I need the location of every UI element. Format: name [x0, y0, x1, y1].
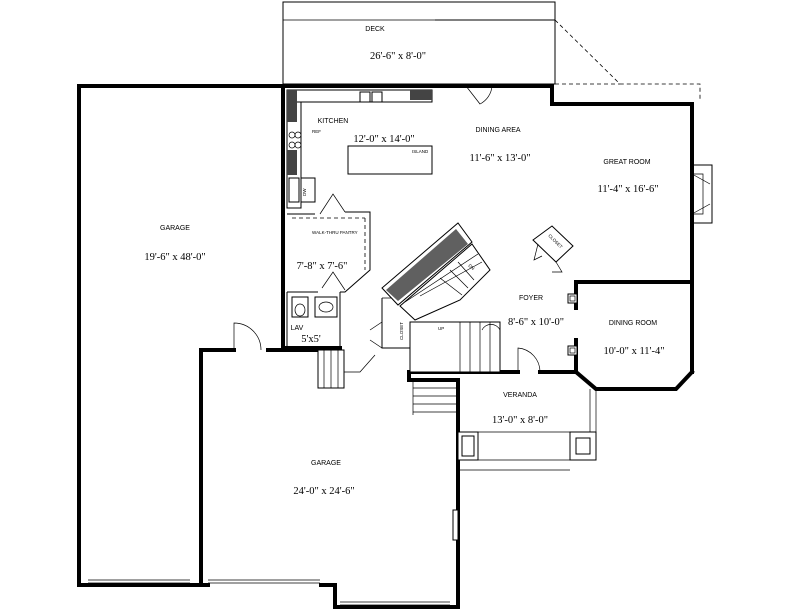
stairs-up-label: UP	[438, 326, 444, 331]
front-garage-size: 24'-0" x 24'-6"	[293, 486, 354, 497]
veranda	[412, 380, 597, 471]
dishwasher-label: DW	[302, 188, 307, 196]
great-room-name: GREAT ROOM	[603, 159, 650, 166]
side-garage-size: 19'-6" x 48'-0"	[144, 252, 205, 263]
garage-steps	[317, 349, 376, 389]
island-label: ISLAND	[412, 149, 429, 154]
staircase: UP DN	[381, 222, 501, 373]
kitchen-cabinets	[286, 89, 433, 209]
stairs-down-label: DN	[467, 263, 475, 271]
lav-size: 5'x5'	[301, 334, 321, 345]
lav-name: LAV	[291, 325, 304, 332]
lav-walls	[286, 292, 341, 348]
kitchen-name: KITCHEN	[318, 118, 349, 125]
foyer-closet: CLOSET	[532, 225, 574, 273]
front-garage-walls	[195, 348, 460, 609]
veranda-size: 13'-0" x 8'-0"	[492, 415, 548, 426]
kitchen-size: 12'-0" x 14'-0"	[353, 134, 414, 145]
pantry-name: WALK-THRU PANTRY	[312, 230, 358, 235]
refrigerator-label: REF	[312, 129, 321, 134]
dining-area-name: DINING AREA	[475, 127, 520, 134]
closet-label: CLOSET	[399, 322, 404, 340]
deck-name: DECK	[365, 26, 385, 33]
great-room-windows	[586, 102, 670, 106]
deck-size: 26'-6" x 8'-0"	[370, 51, 426, 62]
dining-room-name: DINING ROOM	[609, 320, 657, 327]
pantry-size: 7'-8" x 7'-6"	[297, 261, 348, 272]
kitchen-island: ISLAND	[347, 145, 433, 175]
side-garage-name: GARAGE	[160, 225, 190, 232]
great-room-size: 11'-4" x 16'-6"	[598, 184, 659, 195]
foyer-name: FOYER	[519, 295, 543, 302]
garage-entry-door[interactable]	[233, 322, 262, 351]
side-garage-walls	[77, 84, 285, 587]
columns	[567, 293, 578, 356]
dining-room-size: 10'-0" x 11'-4"	[604, 346, 665, 357]
front-door[interactable]	[517, 347, 541, 373]
pantry-walls	[287, 193, 371, 293]
foyer-size: 8'-6" x 10'-0"	[508, 317, 564, 328]
deck-door[interactable]	[465, 85, 493, 105]
front-garage-name: GARAGE	[311, 460, 341, 467]
veranda-name: VERANDA	[503, 392, 537, 399]
dining-area-size: 11'-6" x 13'-0"	[470, 153, 531, 164]
